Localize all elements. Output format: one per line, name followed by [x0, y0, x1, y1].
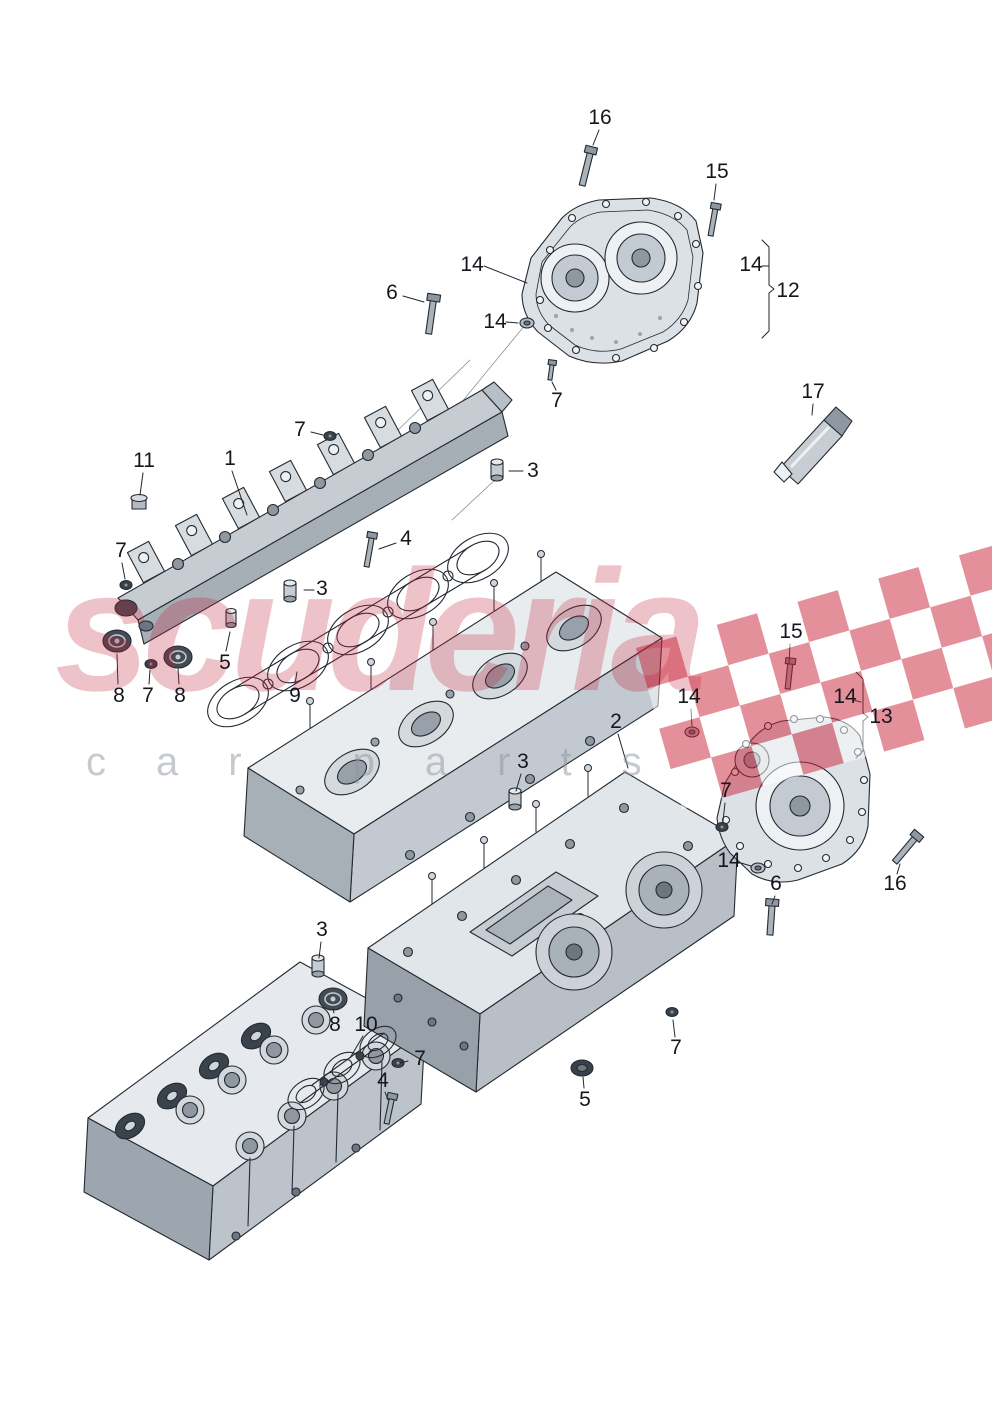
head-gasket-part-9	[207, 532, 509, 728]
callout-label: 7	[551, 389, 563, 412]
callout-label: 17	[801, 380, 825, 403]
callout-label: 3	[316, 918, 328, 941]
callout-label: 5	[579, 1088, 591, 1111]
callout-label: 7	[294, 418, 306, 441]
callout-label: 6	[770, 872, 782, 895]
callout-label: 16	[883, 872, 907, 895]
callout-label: 12	[776, 279, 800, 302]
callout-label: 9	[289, 684, 301, 707]
camshaft-bridge-assembly-part-1	[114, 378, 513, 645]
callout-label: 4	[400, 527, 412, 550]
callout-label: 14	[483, 310, 507, 333]
watermark-checkered-flag	[636, 543, 992, 810]
callout-label: 15	[705, 160, 729, 183]
callout-label: 7	[720, 779, 732, 802]
gasket-part-10	[287, 1025, 397, 1111]
callout-label: 5	[219, 651, 231, 674]
callout-label: 7	[670, 1036, 682, 1059]
bracket-part-12	[761, 239, 775, 339]
callout-label: 16	[588, 106, 612, 129]
leader-lines	[116, 129, 901, 1101]
callout-label: 3	[517, 750, 529, 773]
callout-label: 14	[717, 849, 741, 872]
sealant-tube-part-17	[773, 406, 853, 485]
callout-label: 8	[113, 684, 125, 707]
callout-label: 13	[869, 705, 893, 728]
callout-label: 10	[354, 1013, 378, 1036]
callout-label: 3	[316, 577, 328, 600]
callout-label: 3	[527, 459, 539, 482]
cylinder-head-middle	[243, 550, 663, 903]
callout-label: 4	[377, 1069, 389, 1092]
callout-label: 7	[115, 539, 127, 562]
callout-label: 7	[414, 1047, 426, 1070]
callout-label: 2	[610, 710, 622, 733]
callout-label: 1	[224, 447, 236, 470]
fasteners	[102, 144, 925, 1125]
callout-label: 8	[174, 684, 186, 707]
callout-label: 15	[779, 620, 803, 643]
callout-label: 14	[833, 685, 857, 708]
sealing-cover-part-12	[521, 197, 704, 364]
cylinder-block-part-2	[363, 764, 739, 1093]
callout-label: 14	[677, 685, 701, 708]
cylinder-head-bottom-left	[83, 961, 426, 1261]
callout-label: 8	[329, 1013, 341, 1036]
callout-label: 14	[739, 253, 763, 276]
callout-label: 6	[386, 281, 398, 304]
callout-label: 11	[133, 449, 155, 472]
callout-label: 14	[460, 253, 484, 276]
callout-label: 7	[142, 684, 154, 707]
